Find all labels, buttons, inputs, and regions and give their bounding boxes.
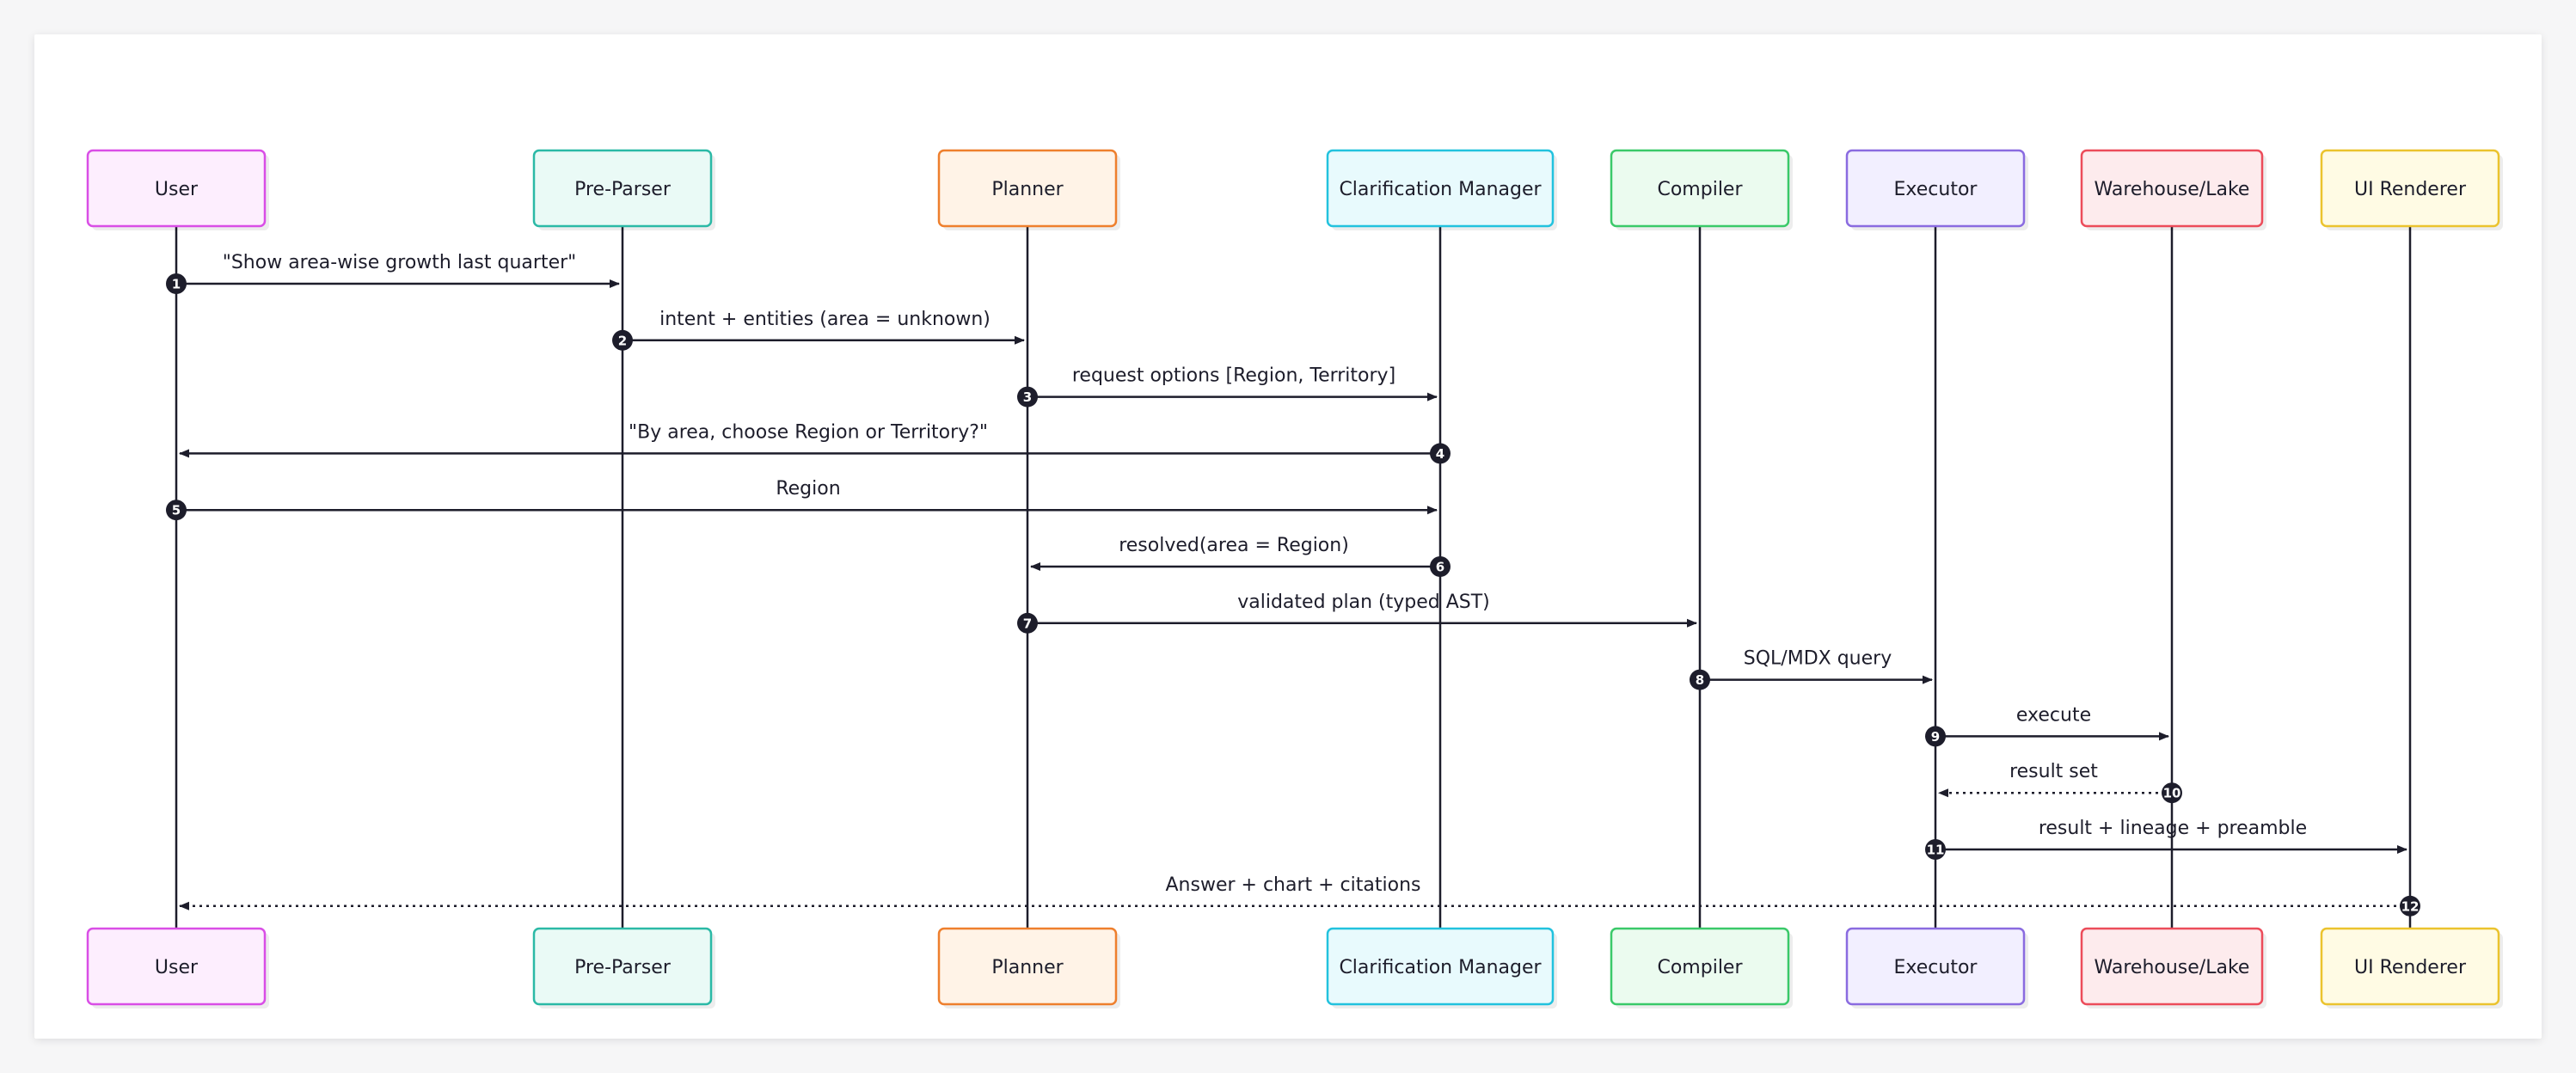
message-label: "By area, choose Region or Territory?": [629, 421, 988, 443]
actor-box: [1610, 927, 1790, 1006]
sequence-number: 10: [2163, 786, 2181, 801]
actor-box: [86, 927, 267, 1006]
actor-user-bottom: User: [86, 927, 269, 1009]
message-label: validated plan (typed AST): [1237, 592, 1490, 613]
message-1: "Show area-wise growth last quarter" 1: [166, 252, 620, 294]
sequence-number: 4: [1436, 446, 1444, 462]
actor-box: [1845, 927, 2026, 1006]
actor-clarification-bottom: Clarification Manager: [1326, 927, 1557, 1009]
message-12: Answer + chart + citations 12: [179, 874, 2420, 917]
sequence-number-badge: [1925, 839, 1946, 860]
sequence-number: 12: [2401, 898, 2420, 914]
actor-renderer-top: UI Renderer: [2320, 149, 2503, 230]
sequence-number: 5: [172, 503, 181, 518]
sequence-number: 2: [618, 333, 627, 348]
sequence-number-badge: [1430, 443, 1451, 464]
message-label: execute: [2016, 704, 2091, 726]
actor-box: [937, 927, 1118, 1006]
actor-box: [1326, 927, 1555, 1006]
actor-box: [1845, 149, 2026, 228]
actor-preparser-bottom: Pre-Parser: [532, 927, 715, 1009]
message-label: resolved(area = Region): [1119, 535, 1349, 556]
actor-clarification-top: Clarification Manager: [1326, 149, 1557, 230]
sequence-number: 7: [1023, 616, 1032, 631]
message-label: "Show area-wise growth last quarter": [223, 252, 577, 273]
actor-label: Compiler: [1657, 957, 1743, 978]
actor-box: [2080, 927, 2264, 1006]
actor-warehouse-bottom: Warehouse/Lake: [2080, 927, 2266, 1009]
actor-box: [2320, 149, 2500, 228]
actor-planner-bottom: Planner: [937, 927, 1120, 1009]
sequence-number: 1: [172, 277, 181, 292]
actor-warehouse-top: Warehouse/Lake: [2080, 149, 2266, 230]
message-11: result + lineage + preamble 11: [1925, 818, 2407, 860]
actor-label: Warehouse/Lake: [2095, 957, 2250, 978]
message-5: Region 5: [166, 478, 1438, 521]
actor-label: Executor: [1894, 179, 1978, 200]
actor-label: UI Renderer: [2354, 179, 2467, 200]
actor-executor-top: Executor: [1845, 149, 2028, 230]
actor-label: Clarification Manager: [1339, 957, 1542, 978]
actor-label: Compiler: [1657, 179, 1743, 200]
actor-box: [1326, 149, 1555, 228]
actor-box: [86, 149, 267, 228]
actor-user-top: User: [86, 149, 269, 230]
actor-label: Clarification Manager: [1339, 179, 1542, 200]
actor-box: [532, 927, 713, 1006]
sequence-number-badge: [1017, 386, 1038, 408]
sequence-number: 9: [1931, 729, 1940, 745]
actor-label: User: [155, 957, 199, 978]
message-7: validated plan (typed AST) 7: [1017, 592, 1697, 634]
sequence-number-badge: [1017, 612, 1038, 634]
sequence-number-badge: [2400, 895, 2420, 917]
sequence-number-badge: [1925, 726, 1946, 747]
message-4: "By area, choose Region or Territory?" 4: [179, 421, 1451, 464]
actor-compiler-bottom: Compiler: [1610, 927, 1793, 1009]
actor-label: Pre-Parser: [574, 179, 672, 200]
message-label: Region: [776, 478, 840, 500]
message-label: Answer + chart + citations: [1166, 874, 1421, 896]
message-label: request options [Region, Territory]: [1072, 365, 1395, 387]
actor-box: [532, 149, 713, 228]
message-label: result set: [2009, 761, 2098, 782]
message-6: resolved(area = Region) 6: [1030, 535, 1451, 577]
actor-box: [2080, 149, 2264, 228]
actor-label: Executor: [1894, 957, 1978, 978]
message-10: result set 10: [1938, 761, 2182, 804]
actor-label: Warehouse/Lake: [2095, 179, 2250, 200]
sequence-number-badge: [1430, 556, 1451, 577]
actor-label: Pre-Parser: [574, 957, 672, 978]
sequence-number-badge: [2162, 782, 2182, 804]
sequence-number-badge: [166, 500, 187, 521]
sequence-number-badge: [612, 329, 633, 351]
actor-executor-bottom: Executor: [1845, 927, 2028, 1009]
sequence-number-badge: [1690, 669, 1710, 690]
actor-box: [1610, 149, 1790, 228]
actor-box: [937, 149, 1118, 228]
sequence-number: 3: [1023, 389, 1032, 405]
actor-compiler-top: Compiler: [1610, 149, 1793, 230]
sequence-number-badge: [166, 273, 187, 294]
message-label: result + lineage + preamble: [2039, 818, 2307, 839]
actor-planner-top: Planner: [937, 149, 1120, 230]
sequence-number: 6: [1436, 560, 1444, 575]
actor-label: Planner: [991, 957, 1064, 978]
sequence-number: 8: [1696, 672, 1704, 688]
message-8: SQL/MDX query 8: [1690, 648, 1933, 690]
actor-label: Planner: [991, 179, 1064, 200]
message-label: SQL/MDX query: [1744, 648, 1892, 670]
sequence-number: 11: [1927, 843, 1945, 858]
actor-preparser-top: Pre-Parser: [532, 149, 715, 230]
message-9: execute 9: [1925, 704, 2169, 747]
message-2: intent + entities (area = unknown) 2: [612, 309, 1025, 351]
actor-box: [2320, 927, 2500, 1006]
actor-label: UI Renderer: [2354, 957, 2467, 978]
actor-label: User: [155, 179, 199, 200]
message-label: intent + entities (area = unknown): [659, 309, 991, 330]
message-3: request options [Region, Territory] 3: [1017, 365, 1438, 408]
actor-renderer-bottom: UI Renderer: [2320, 927, 2503, 1009]
